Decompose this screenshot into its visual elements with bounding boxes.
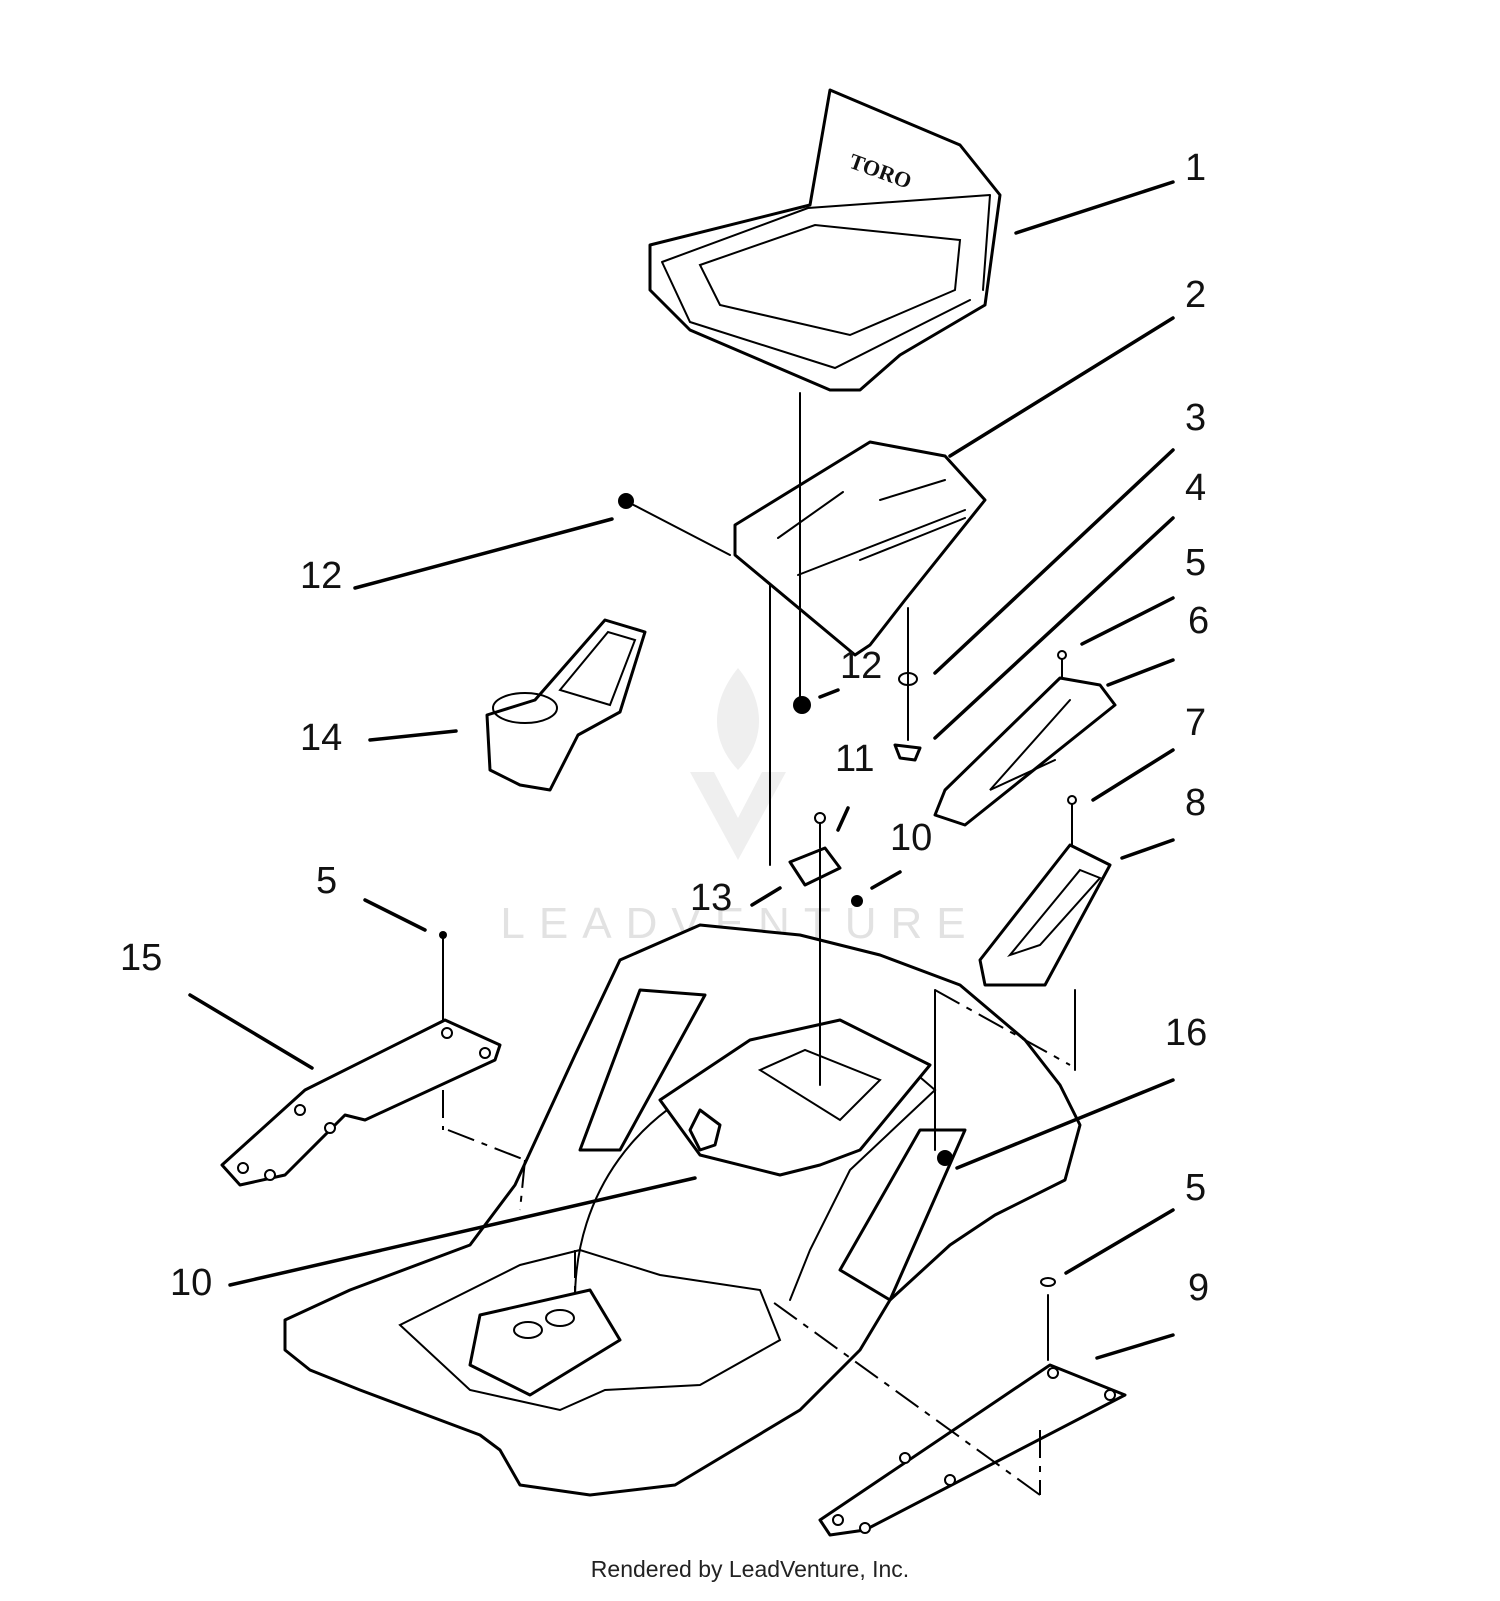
callout-15: 15 [120, 937, 162, 979]
nut-10 [851, 895, 863, 907]
callout-12-lower: 12 [840, 645, 882, 687]
plate-part [933, 676, 1117, 827]
callout-9: 9 [1188, 1267, 1209, 1309]
screw-5-top [1057, 650, 1067, 660]
bolt-part [814, 812, 826, 849]
callout-1: 1 [1185, 147, 1206, 189]
knob-part [893, 743, 922, 762]
callout-16: 16 [1165, 1012, 1207, 1054]
assembly-lines [442, 392, 1076, 1496]
callout-14: 14 [300, 717, 342, 759]
frame-body-part [283, 923, 1082, 1497]
callout-4: 4 [1185, 467, 1206, 509]
callout-5-top: 5 [1185, 542, 1206, 584]
callout-3: 3 [1185, 397, 1206, 439]
bracket-13-part [788, 846, 842, 887]
callout-5-left: 5 [316, 860, 337, 902]
seat-bracket-part [733, 440, 987, 657]
callout-8: 8 [1185, 782, 1206, 824]
callout-10-lower: 10 [170, 1262, 212, 1304]
cup-holder-part [485, 618, 647, 792]
right-plate-part [818, 1363, 1127, 1537]
left-plate-part [220, 1018, 502, 1187]
guide-part [978, 843, 1112, 987]
callout-13: 13 [690, 877, 732, 919]
callout-numbers: 1 2 3 4 5 6 7 8 9 5 16 12 12 14 11 10 13… [120, 147, 1209, 1309]
callout-12-upper: 12 [300, 555, 342, 597]
screw-5-bottom [1040, 1277, 1056, 1287]
callout-2: 2 [1185, 274, 1206, 316]
leader-lines [188, 180, 1175, 1360]
callout-5-bottom: 5 [1185, 1167, 1206, 1209]
watermark-v-icon [690, 772, 786, 860]
watermark-flame-icon [716, 668, 760, 770]
callout-7: 7 [1185, 702, 1206, 744]
nut-12-lower [793, 696, 811, 714]
seat-part: TORO [648, 88, 1002, 392]
footer-credit: Rendered by LeadVenture, Inc. [590, 1556, 910, 1582]
screw-5-left [439, 931, 447, 939]
callout-11: 11 [835, 738, 874, 780]
callout-6: 6 [1188, 600, 1209, 642]
screw-7 [1067, 795, 1077, 805]
callout-10-upper: 10 [890, 817, 932, 859]
